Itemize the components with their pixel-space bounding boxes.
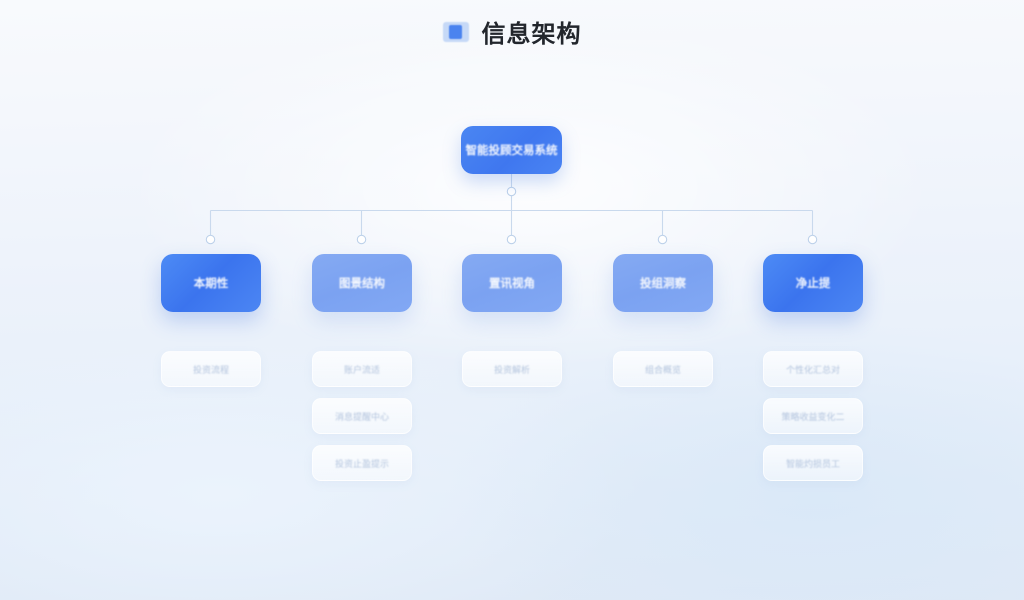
leaf-card-2-1-label: 账户流适 [343,365,380,376]
tree-node-branch-2-label: 图景结构 [339,275,385,290]
leaf-card-2-2-label: 消息提醒中心 [334,412,389,423]
leaf-card-2-3-label: 投资止盈提示 [334,459,389,470]
leaf-card-5-1-label: 个性化汇总对 [785,365,840,376]
leaf-card-3-1-label: 投资解析 [493,365,530,376]
page-header: 信息架构 [0,14,1024,49]
square-icon [442,21,469,42]
leaf-card-4-1[interactable]: 组合概览 [613,351,713,387]
leaf-card-1-1-label: 投资流程 [192,365,229,376]
leaf-card-2-2[interactable]: 消息提醒中心 [312,398,412,434]
tree-node-branch-2[interactable]: 图景结构 [312,254,412,312]
tree-node-branch-1-label: 本期性 [193,275,229,290]
tree-node-branch-5-label: 净止提 [795,275,831,290]
leaf-card-5-3[interactable]: 智能灼损员工 [763,445,863,481]
tree-node-root[interactable]: 智能投顾交易系统 [461,126,562,174]
tree-node-branch-4-label: 投组洞察 [640,275,686,290]
tree-node-branch-5[interactable]: 净止提 [763,254,863,312]
tree-node-branch-4[interactable]: 投组洞察 [613,254,713,312]
leaf-card-1-1[interactable]: 投资流程 [161,351,261,387]
leaf-card-3-1[interactable]: 投资解析 [462,351,562,387]
leaf-card-2-3[interactable]: 投资止盈提示 [312,445,412,481]
tree-node-branch-1[interactable]: 本期性 [161,254,261,312]
leaf-card-5-2[interactable]: 策略收益变化二 [763,398,863,434]
tree-node-branch-3[interactable]: 置讯视角 [462,254,562,312]
leaf-card-5-2-label: 策略收益变化二 [781,412,845,423]
leaf-card-5-3-label: 智能灼损员工 [785,459,840,470]
tree-node-branch-3-label: 置讯视角 [489,275,535,290]
leaf-card-5-1[interactable]: 个性化汇总对 [763,351,863,387]
tree-node-root-label: 智能投顾交易系统 [465,142,558,157]
leaf-card-2-1[interactable]: 账户流适 [312,351,412,387]
leaf-card-4-1-label: 组合概览 [644,365,681,376]
page-title: 信息架构 [481,20,582,48]
